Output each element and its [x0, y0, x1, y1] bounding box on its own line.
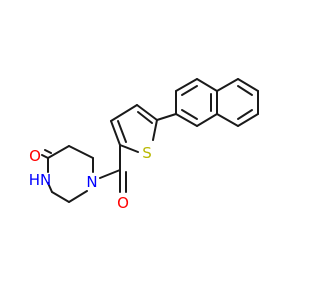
bond-c6-nh: [47, 182, 53, 193]
bond-t4-s: [152, 119, 158, 141]
bond-n6-n1: [175, 113, 198, 127]
bond-n6-n1-double: [181, 109, 198, 120]
bond-n7-n8-double: [237, 85, 253, 96]
bond-thiophene-naphthyl: [156, 113, 177, 121]
bond-c2-o1: [41, 154, 49, 159]
oxygen-label: O: [29, 147, 41, 165]
bond-n9-n10: [237, 113, 259, 127]
amide-nitrogen-label: N: [86, 173, 97, 191]
bond-n10-n5: [216, 113, 239, 127]
bond-c5-c6: [51, 191, 70, 203]
bond-n3-n4: [196, 78, 218, 92]
bond-c2-c3: [47, 145, 70, 159]
bond-c3-c4: [68, 145, 94, 159]
bond-n2-n3: [175, 78, 198, 92]
bond-t3-t4: [136, 104, 158, 121]
bond-s-t1: [119, 144, 139, 153]
bond-c2-o1-double: [44, 149, 52, 154]
bond-t2-t3: [110, 104, 138, 122]
bond-t1-t2: [110, 120, 121, 146]
bond-n4-n7: [216, 78, 239, 92]
bond-n-c7: [99, 169, 121, 179]
bond-n2-n3-double: [181, 85, 198, 96]
bond-n9-n10-double: [237, 109, 253, 120]
carbonyl-oxygen-label: O: [117, 194, 129, 212]
bond-n7-n8: [237, 78, 259, 92]
sulfur-label: S: [142, 144, 152, 162]
bond-t3-t4-double: [137, 111, 153, 124]
bond-n-c5: [68, 190, 88, 203]
nh-label: HN: [29, 171, 52, 189]
bond-n5-n6: [196, 113, 218, 127]
bond-t1-t2-double: [117, 120, 127, 143]
molecule-structure: O HN N O S: [29, 78, 259, 212]
